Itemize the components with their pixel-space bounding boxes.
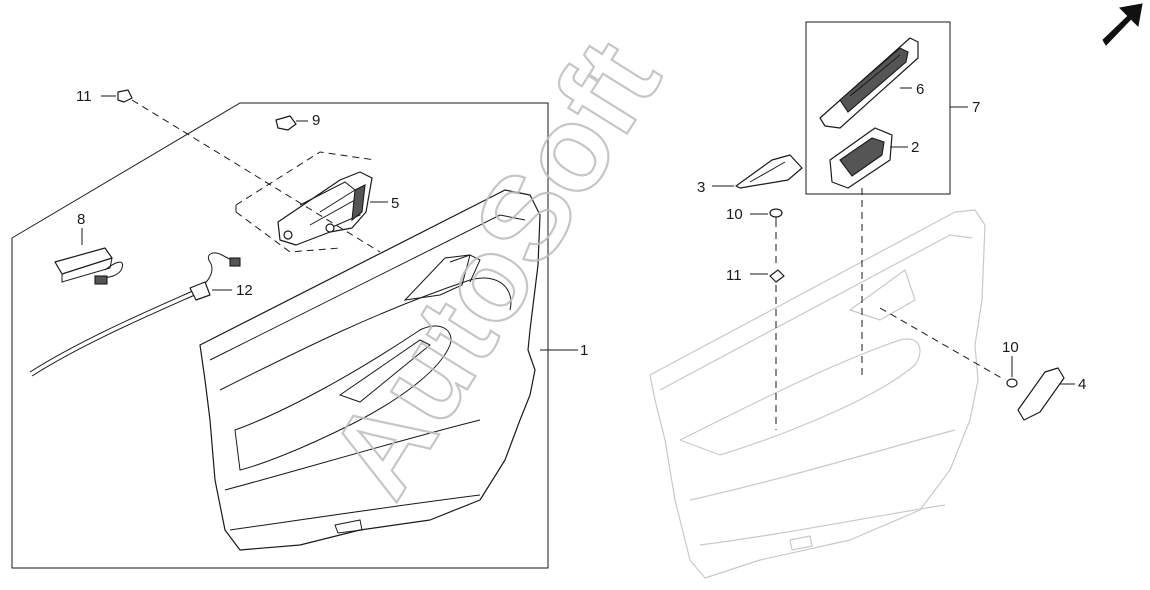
callout-11-left: 11	[76, 88, 92, 105]
clip-11-left	[101, 89, 133, 103]
callout-4: 4	[1078, 376, 1086, 393]
callout-2: 2	[911, 139, 919, 156]
callout-10-right: 10	[1002, 339, 1019, 356]
callout-9: 9	[312, 112, 320, 129]
left-assembly-frame	[11, 102, 549, 569]
screw-10-right	[1006, 356, 1018, 388]
callout-6: 6	[916, 81, 924, 98]
trim-piece	[712, 154, 803, 189]
callout-10-upper: 10	[726, 206, 743, 223]
inner-handle-bracket	[277, 171, 373, 246]
clip-9	[275, 115, 308, 131]
front-direction-arrow-icon	[1102, 3, 1143, 46]
screw-10-upper	[750, 208, 783, 227]
power-window-switch	[829, 127, 908, 189]
callout-1: 1	[580, 342, 588, 359]
callout-5: 5	[391, 195, 399, 212]
callout-11-right: 11	[726, 267, 742, 284]
wiring-harness	[29, 252, 241, 377]
clip-11-right	[750, 269, 785, 283]
cover-cap	[1017, 367, 1075, 421]
callout-7: 7	[972, 99, 980, 116]
callout-8: 8	[77, 211, 85, 228]
switch-bezel	[819, 37, 919, 129]
callout-3: 3	[697, 179, 705, 196]
switch-group-box	[805, 21, 968, 195]
courtesy-lamp	[54, 228, 124, 285]
callout-12: 12	[236, 282, 253, 299]
door-panel-outline	[649, 209, 986, 579]
door-trim-panel	[199, 189, 541, 551]
